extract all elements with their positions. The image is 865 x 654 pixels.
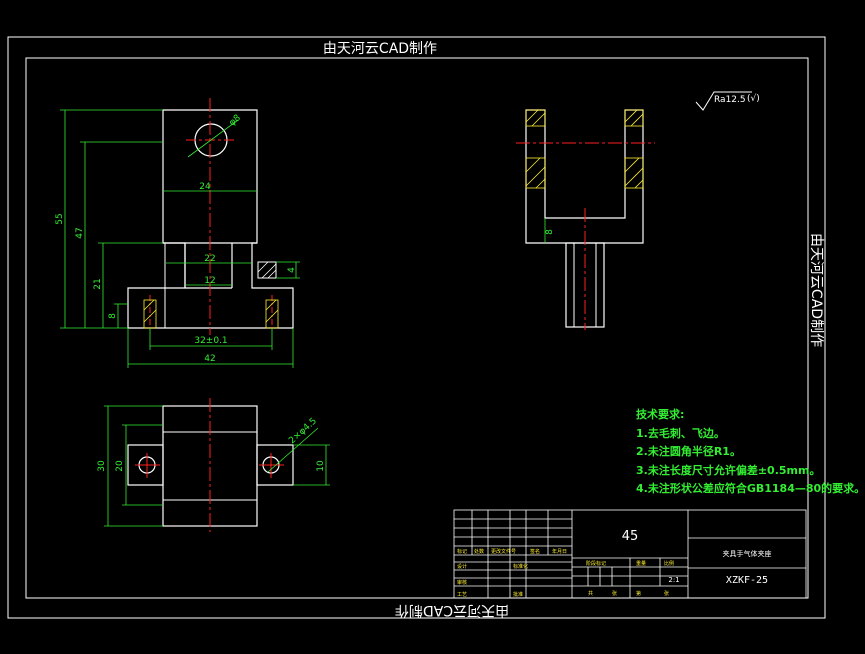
drawing-svg: 由天河云CAD制作 由天河云CAD制作 由天河云CAD制作 xyxy=(7,36,826,619)
tb-cell-review: 审核 xyxy=(457,579,467,586)
dim-47: 47 xyxy=(75,227,85,238)
watermark-right: 由天河云CAD制作 xyxy=(808,233,824,347)
roughness-suffix: (√) xyxy=(747,93,760,104)
tb-cell-stage: 阶段标记 xyxy=(586,560,606,567)
tb-cell-sheet-no: 第 xyxy=(636,590,641,597)
tb-cell-approve: 批准 xyxy=(513,591,523,598)
tb-cell-standard: 标准化 xyxy=(513,563,528,570)
tb-cell-date: 年月日 xyxy=(552,548,567,555)
technical-requirements: 技术要求: 1.去毛刺、飞边。 2.未注圆角半径R1。 3.未注长度尺寸允许偏差… xyxy=(636,406,865,499)
outer-frame xyxy=(7,36,826,619)
tb-cell-weight: 重量 xyxy=(636,560,646,567)
tb-cell-design: 设计 xyxy=(457,563,467,570)
dim-10: 10 xyxy=(316,460,326,472)
tb-cell-scale: 比例 xyxy=(664,560,674,567)
watermark-top: 由天河云CAD制作 xyxy=(323,41,437,57)
title-block xyxy=(453,509,807,599)
front-view xyxy=(127,98,294,335)
tb-cell-process: 工艺 xyxy=(457,592,467,598)
dim-4: 4 xyxy=(287,267,297,273)
dim-55: 55 xyxy=(55,213,65,224)
dim-22: 22 xyxy=(204,254,215,264)
roughness-value: Ra12.5 xyxy=(714,95,746,105)
tb-cell-count: 处数 xyxy=(474,548,484,555)
dim-20: 20 xyxy=(115,460,125,472)
side-view: 8 xyxy=(516,109,655,330)
tb-cell-sign: 签名 xyxy=(530,548,540,555)
dim-21: 21 xyxy=(93,278,103,289)
req-item-1: 1.去毛刺、飞边。 xyxy=(636,426,725,440)
tb-cell-mark: 标记 xyxy=(457,548,467,555)
tb-material: 45 xyxy=(622,529,639,544)
cad-drawing-canvas: 由天河云CAD制作 由天河云CAD制作 由天河云CAD制作 xyxy=(7,36,865,619)
tb-drawing-no: XZKF-25 xyxy=(726,575,768,586)
dim-32: 32±0.1 xyxy=(194,336,227,346)
req-item-2: 2.未注圆角半径R1。 xyxy=(636,445,741,458)
dim-8b: 8 xyxy=(545,229,555,235)
top-view xyxy=(127,398,294,532)
tb-cell-sheet: 张 xyxy=(664,590,669,597)
req-item-4: 4.未注形状公差应符合GB1184—80的要求。 xyxy=(636,482,865,495)
dim-24: 24 xyxy=(199,182,211,192)
dim-42: 42 xyxy=(204,354,215,364)
tb-cell-file: 更改文件号 xyxy=(491,548,516,555)
watermark-bottom: 由天河云CAD制作 xyxy=(395,602,509,618)
req-title: 技术要求: xyxy=(636,408,685,421)
inner-frame xyxy=(25,57,809,599)
roughness-symbol: Ra12.5 (√) xyxy=(695,91,760,111)
tb-part-name: 夹具手气体夹座 xyxy=(723,549,772,558)
tb-cell-total: 共 xyxy=(588,590,593,597)
front-dimensions xyxy=(60,109,300,368)
req-item-3: 3.未注长度尺寸允许偏差±0.5mm。 xyxy=(636,463,821,477)
dim-12: 12 xyxy=(204,276,215,286)
tb-cell-sheets: 张 xyxy=(612,590,617,597)
dim-30: 30 xyxy=(97,460,107,472)
tb-scale: 2:1 xyxy=(668,576,679,584)
dim-8: 8 xyxy=(108,313,118,319)
